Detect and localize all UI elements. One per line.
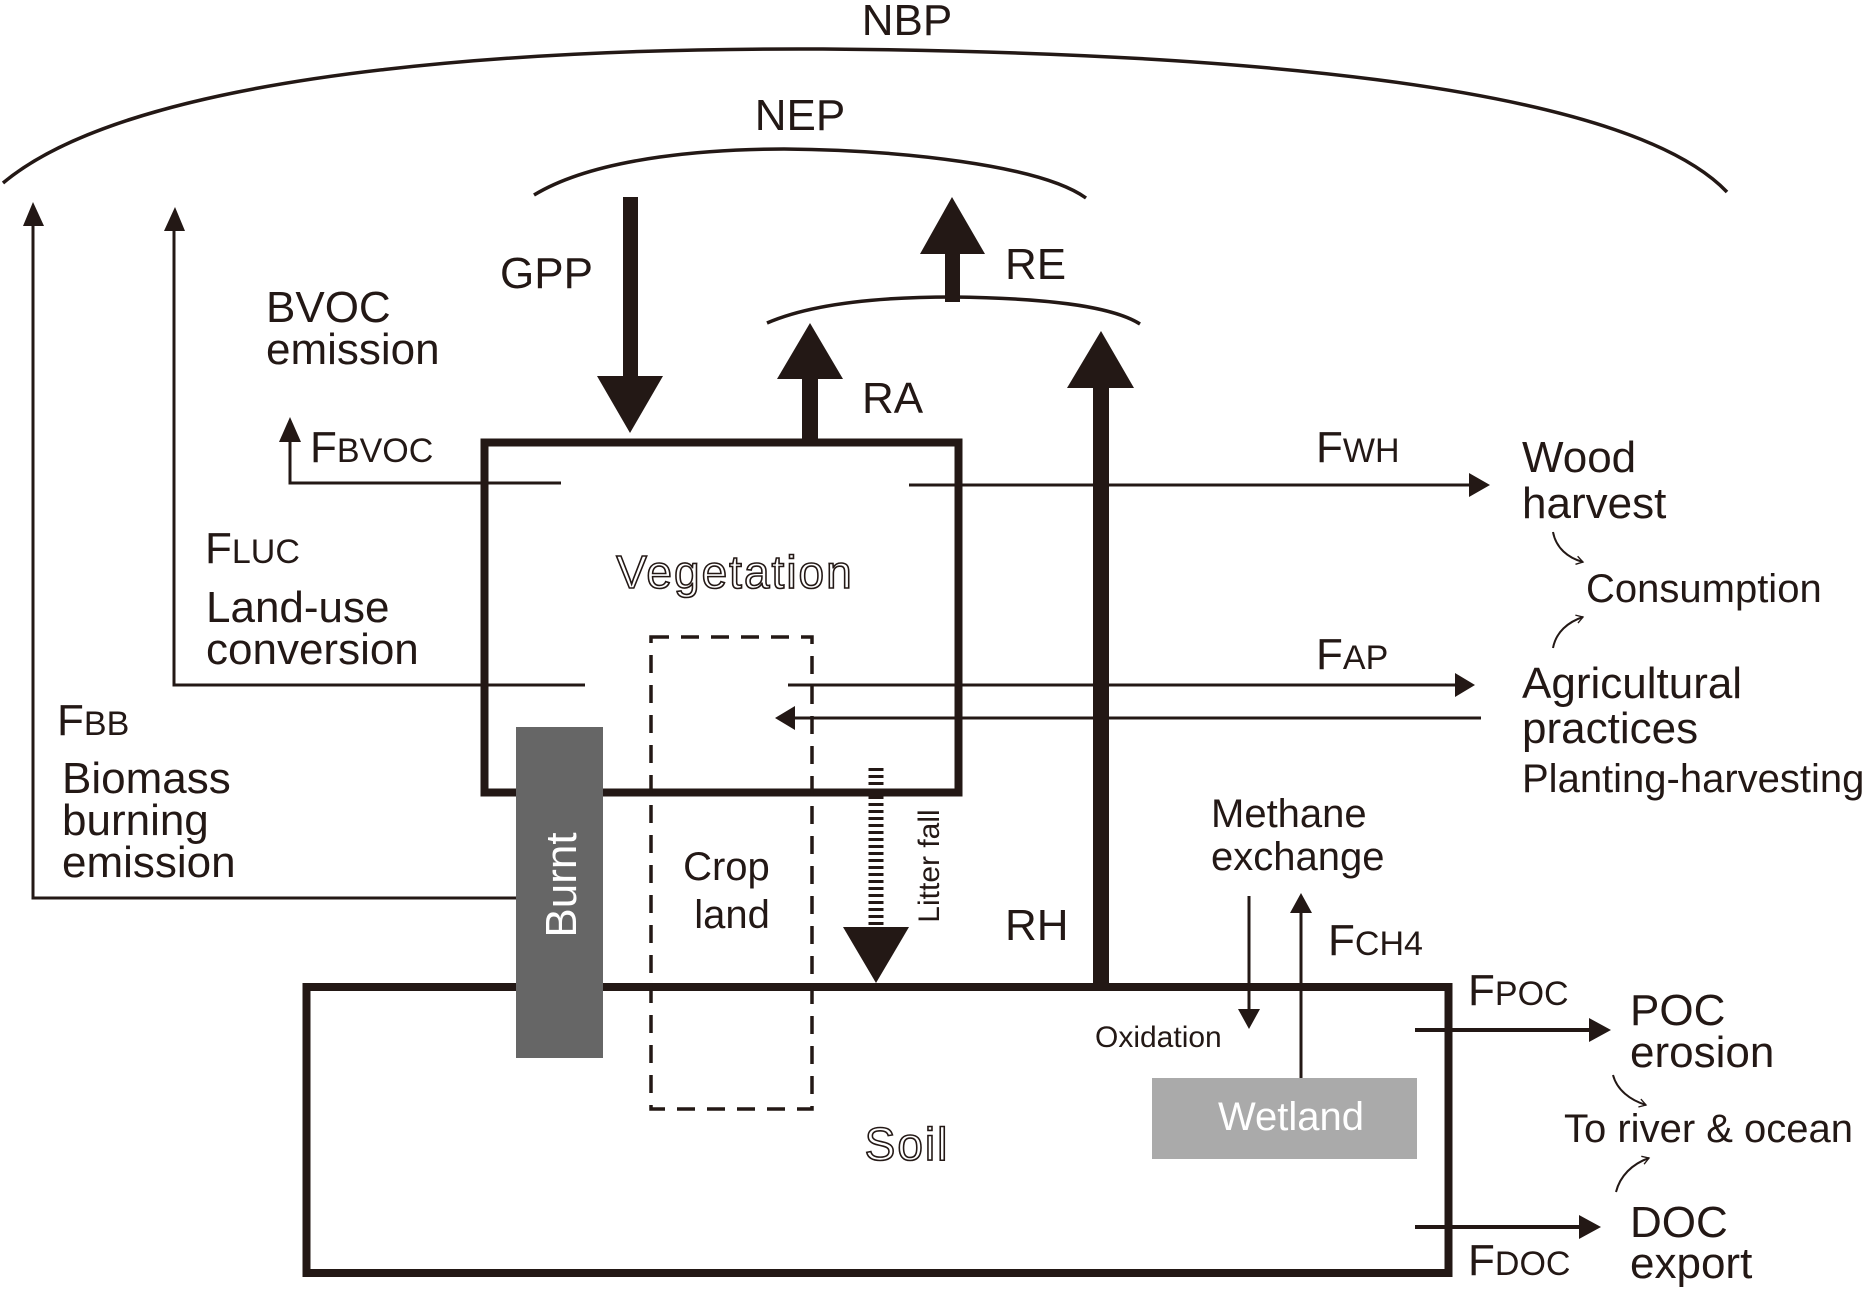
f-bvoc-label: FBVOC — [310, 423, 433, 472]
vegetation-label: Vegetation — [616, 546, 853, 598]
f-wh-label: FWH — [1316, 423, 1400, 472]
f-ch4-label: FCH4 — [1328, 916, 1423, 965]
ra-label: RA — [862, 374, 924, 423]
gpp-arrow — [597, 197, 663, 433]
nep-arc — [533, 147, 1088, 200]
planting-harvesting-label: Planting-harvesting — [1522, 757, 1864, 801]
f-luc-label: FLUC — [205, 524, 300, 573]
rh-arrow — [1067, 331, 1134, 987]
bvoc-emission-label: BVOC emission — [266, 283, 440, 374]
ra-arrow — [777, 323, 843, 442]
f-poc-label: FPOC — [1468, 966, 1569, 1015]
cropland-label: Crop land — [683, 845, 781, 937]
f-doc-label: FDOC — [1468, 1236, 1570, 1285]
fbvoc-line — [288, 438, 561, 485]
oxidation-label: Oxidation — [1095, 1021, 1222, 1054]
fluc-line — [172, 228, 585, 687]
methane-exchange-label: Methane exchange — [1211, 792, 1384, 879]
f-ap-label: FAP — [1316, 630, 1388, 679]
consumption-curve-arrow-2 — [1552, 614, 1585, 649]
re-label: RE — [1005, 240, 1066, 289]
re-arrow — [920, 197, 985, 302]
biomass-burning-label: Biomass burning emission — [62, 754, 243, 887]
nbp-arc — [1, 47, 1729, 194]
soil-box — [302, 983, 1453, 1277]
doc-export-label: DOC export — [1630, 1198, 1752, 1288]
river-curve-arrow-2 — [1615, 1155, 1651, 1193]
burnt-box — [516, 727, 603, 1058]
consumption-curve-arrow-1 — [1552, 531, 1585, 565]
soil-label: Soil — [865, 1118, 950, 1170]
wetland-label: Wetland — [1218, 1095, 1364, 1139]
to-river-ocean-label: To river & ocean — [1564, 1107, 1853, 1151]
nbp-label: NBP — [862, 0, 952, 45]
consumption-label: Consumption — [1586, 567, 1822, 611]
land-use-label: Land-use conversion — [206, 583, 419, 674]
nep-label: NEP — [755, 91, 845, 140]
river-curve-arrow-1 — [1612, 1074, 1648, 1108]
litter-fall-label: Litter fall — [913, 809, 946, 922]
cropland-box — [649, 635, 814, 1111]
fbb-line — [31, 222, 536, 900]
gpp-label: GPP — [500, 249, 593, 298]
wood-harvest-label: Wood harvest — [1522, 433, 1666, 528]
rh-label: RH — [1005, 901, 1069, 950]
wetland-box — [1152, 1078, 1417, 1159]
f-bb-label: FBB — [57, 696, 129, 745]
vegetation-box — [480, 438, 963, 797]
poc-erosion-label: POC erosion — [1630, 986, 1774, 1077]
burnt-label: Burnt — [537, 832, 586, 937]
agricultural-label: Agricultural practices — [1522, 659, 1754, 753]
